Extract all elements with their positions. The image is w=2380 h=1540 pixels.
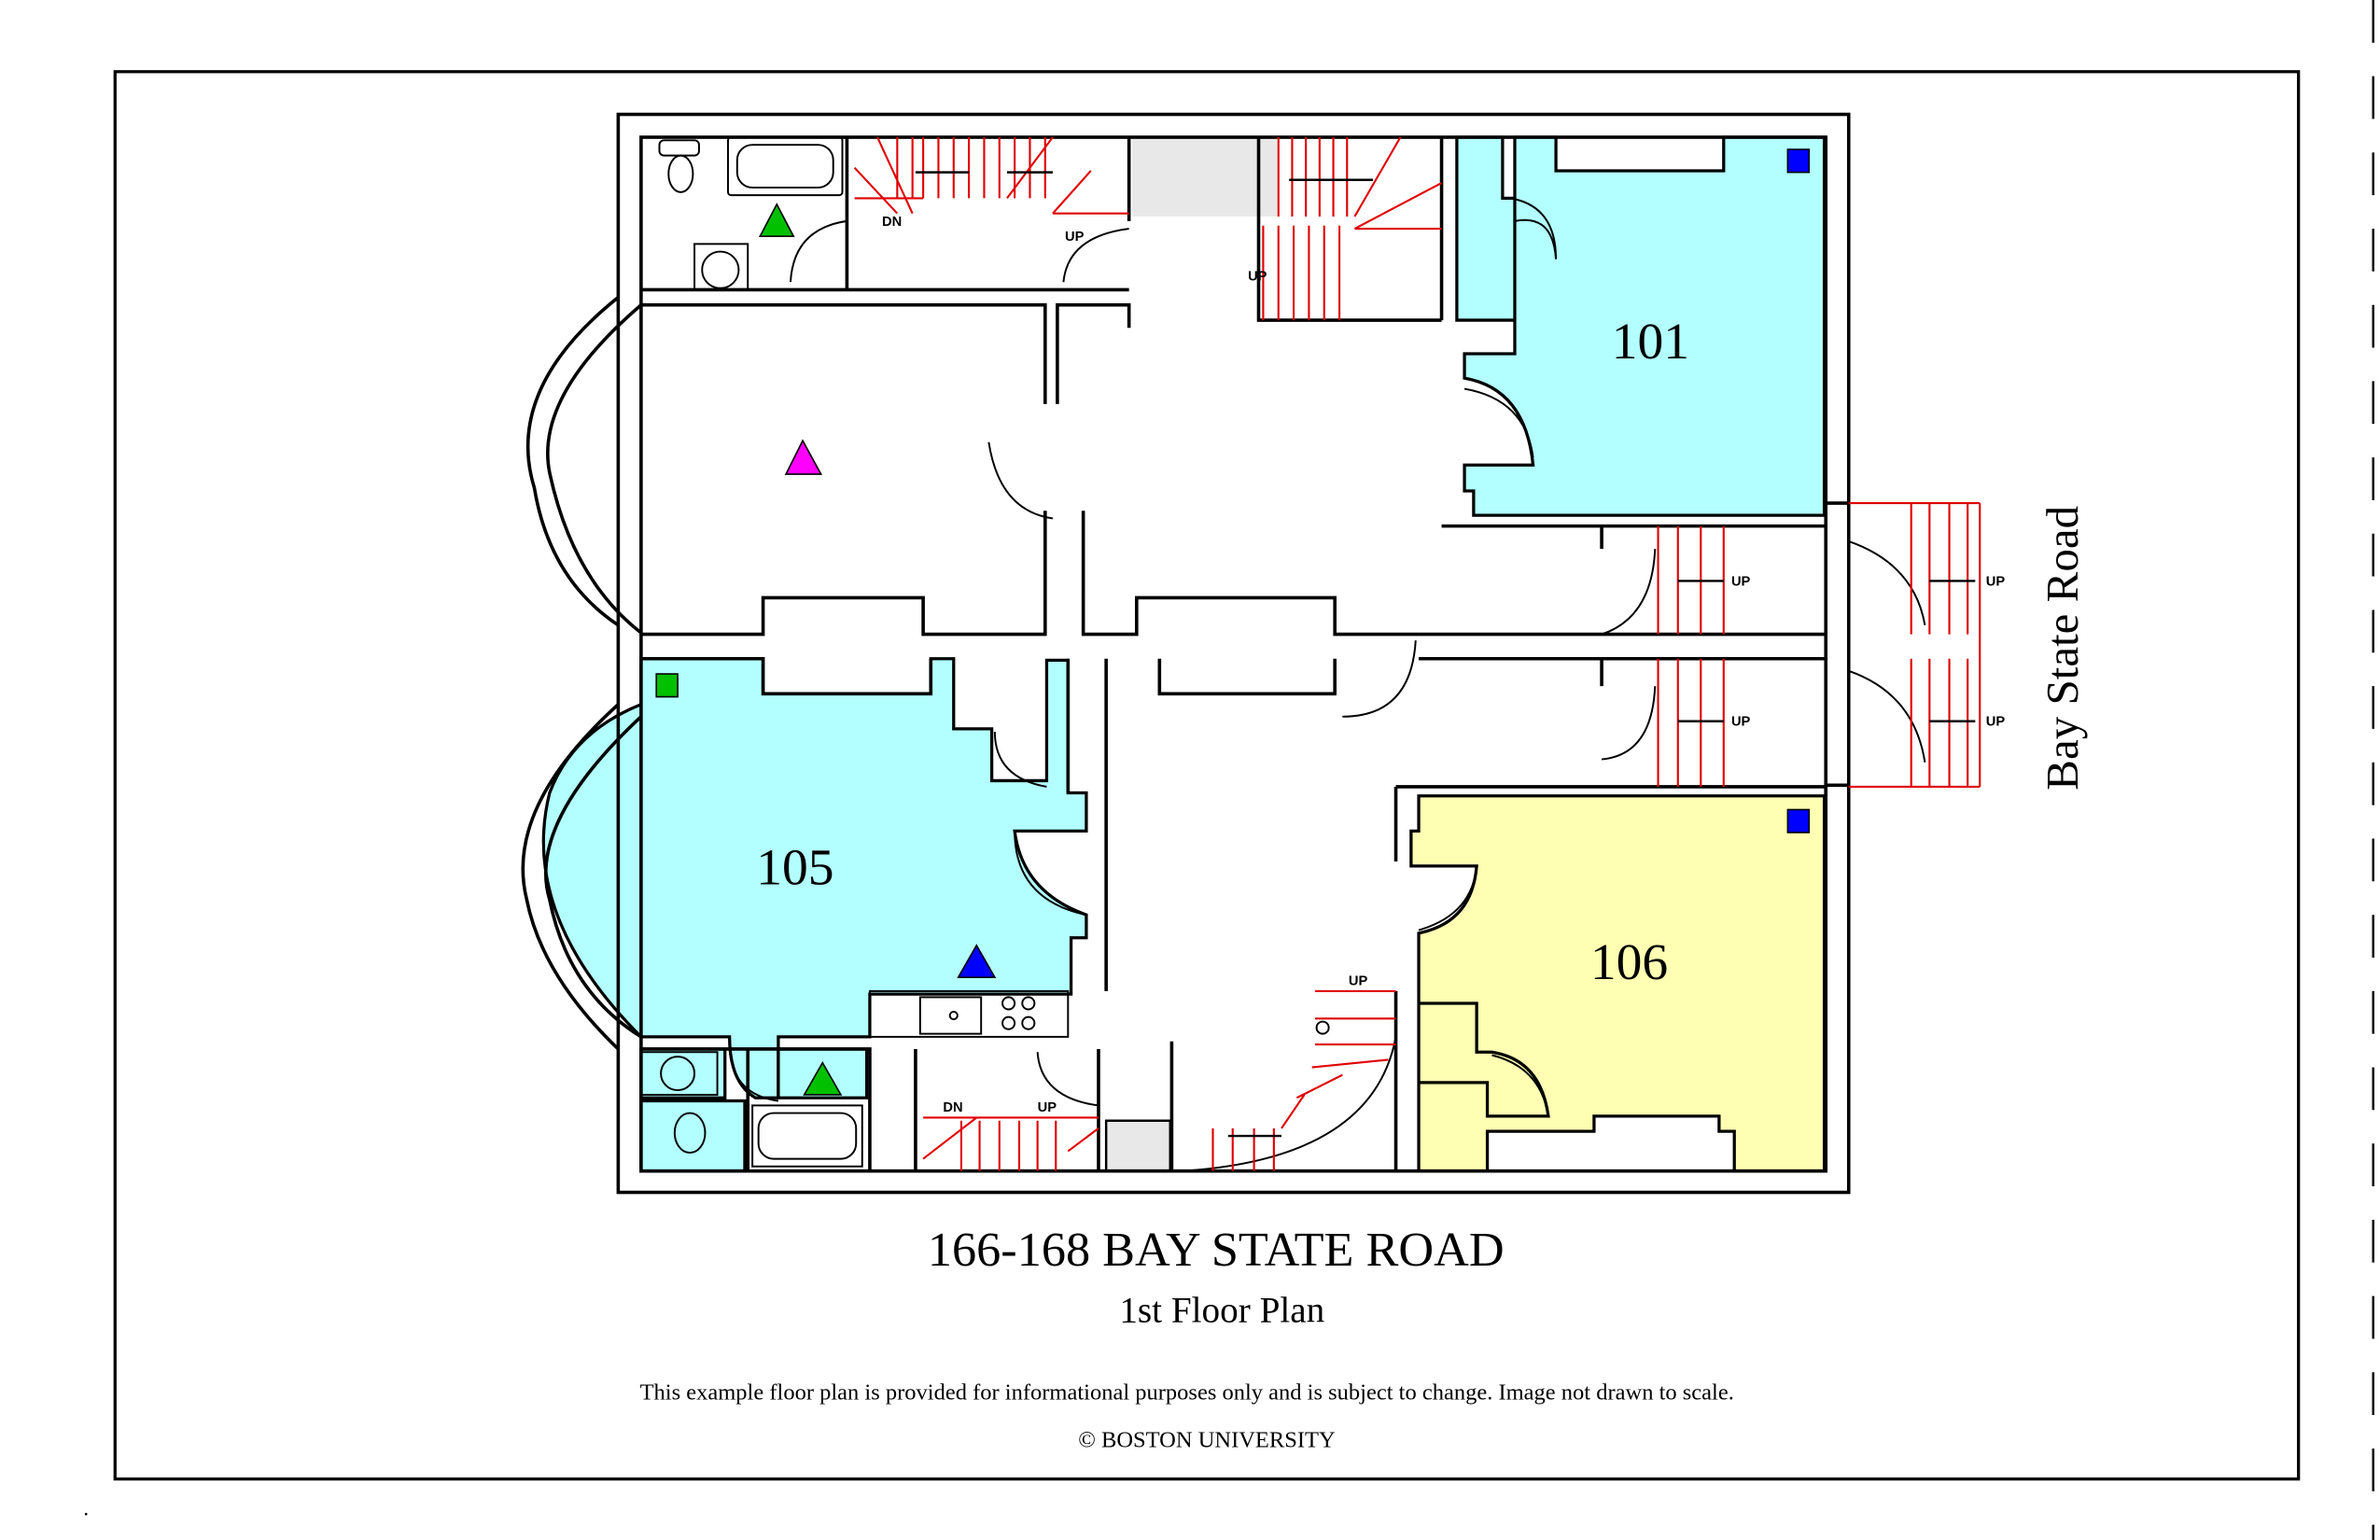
stair-label-up: UP	[1248, 270, 1267, 285]
blue-square-marker[interactable]	[1786, 148, 1811, 174]
green-triangle-marker[interactable]	[803, 1061, 843, 1096]
stair-label-up: UP	[1065, 230, 1085, 245]
room-101-label: 101	[1612, 314, 1689, 371]
copyright: © BOSTON UNIVERSITY	[1078, 1427, 1336, 1452]
stair-tread	[1295, 1073, 1343, 1099]
green-square-marker[interactable]	[655, 673, 679, 698]
stair-tread	[1067, 1127, 1099, 1153]
stair-label-up: UP	[1731, 574, 1751, 589]
stair-label-up: UP	[1731, 715, 1751, 730]
stair-tread	[853, 166, 899, 215]
stair-tread	[1281, 1094, 1306, 1129]
stray-dot	[84, 1512, 88, 1516]
stair-label-dn: DN	[882, 215, 902, 230]
stair-tread	[1353, 136, 1402, 217]
stair-tread	[922, 1116, 977, 1160]
disclaimer: This example floor plan is provided for …	[640, 1380, 1734, 1406]
plan-subtitle: 1st Floor Plan	[1119, 1290, 1324, 1330]
stair-label-up: UP	[1986, 574, 2006, 589]
stair-tread	[1311, 1058, 1389, 1069]
stair-tread	[1353, 182, 1443, 230]
sheet-border	[113, 70, 2301, 1481]
stairs	[853, 136, 1981, 1171]
plan-title: 166-168 BAY STATE ROAD	[928, 1223, 1505, 1277]
stair-label-up: UP	[1986, 715, 2006, 730]
room-106-fill[interactable]	[1409, 794, 1827, 1173]
blue-square-marker[interactable]	[1786, 808, 1811, 833]
street-label: Bay State Road	[2037, 506, 2088, 791]
stair-tread	[1052, 170, 1092, 215]
stair-label-up: UP	[1349, 973, 1368, 988]
closet-gray-bottom	[1104, 1119, 1171, 1172]
magenta-triangle-marker[interactable]	[784, 439, 823, 475]
room-106-label: 106	[1590, 934, 1668, 991]
green-triangle-marker[interactable]	[758, 203, 795, 238]
stair-label-dn: DN	[943, 1100, 962, 1115]
room-fills	[541, 135, 1827, 1173]
stair-tread	[876, 136, 914, 215]
room-105-label: 105	[756, 840, 833, 897]
markers	[655, 148, 1811, 1096]
closet-gray-top	[1131, 137, 1278, 217]
stair-label-up: UP	[1038, 1100, 1057, 1115]
stair-tread	[1006, 136, 1054, 200]
blue-triangle-marker[interactable]	[957, 944, 997, 978]
